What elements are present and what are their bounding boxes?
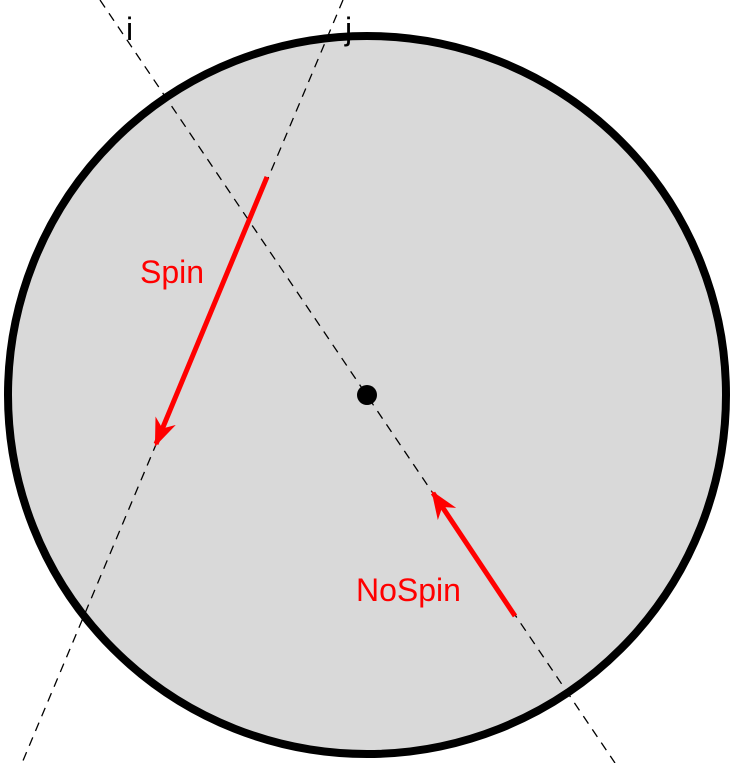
center-point [357,385,377,405]
spin-arrow [153,176,270,447]
label-line-j: j [344,11,352,47]
label-line-i: i [126,11,133,47]
nospin-arrow [430,490,518,618]
axis-line-j [21,0,344,763]
label-spin: Spin [140,254,204,290]
label-nospin: NoSpin [356,572,461,608]
